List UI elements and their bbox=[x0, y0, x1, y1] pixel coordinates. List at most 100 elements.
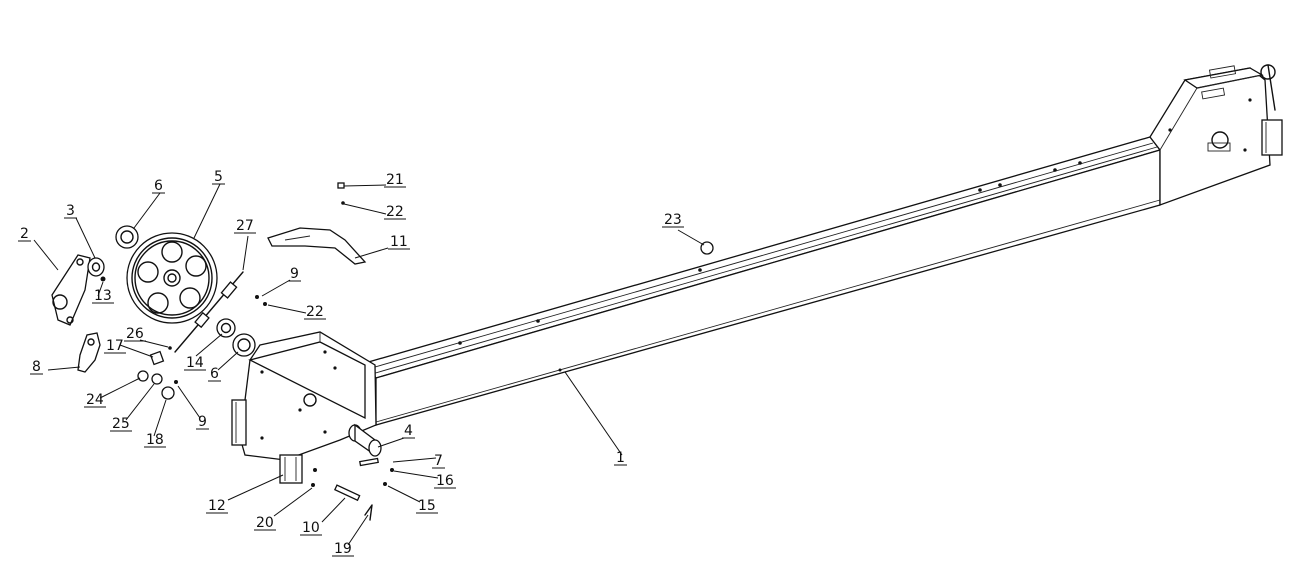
nut-part-24 bbox=[137, 370, 149, 382]
leader-line bbox=[195, 333, 223, 357]
leader-line bbox=[354, 247, 389, 259]
leader-line bbox=[387, 485, 421, 503]
callout-26: 26 bbox=[124, 326, 169, 348]
leader-line bbox=[75, 217, 96, 259]
main-beam bbox=[363, 136, 1162, 426]
washer-part-22-upper bbox=[341, 201, 345, 205]
callout-number: 16 bbox=[436, 473, 454, 489]
bracket-part-2 bbox=[51, 254, 91, 326]
leader-line bbox=[677, 229, 705, 246]
callout-number: 2 bbox=[20, 226, 29, 242]
callout-25: 25 bbox=[110, 383, 155, 432]
callout-8: 8 bbox=[30, 359, 81, 375]
leader-line bbox=[242, 235, 249, 271]
leader-line bbox=[564, 371, 623, 456]
callout-15: 15 bbox=[387, 485, 438, 514]
nut-part-20-b bbox=[311, 483, 315, 487]
spring-rod-part-27 bbox=[174, 271, 244, 353]
callout-number: 3 bbox=[66, 203, 75, 219]
callout-number: 18 bbox=[146, 432, 164, 448]
callout-number: 12 bbox=[208, 498, 226, 514]
leader-line bbox=[119, 344, 154, 358]
screw-part-9-upper bbox=[255, 295, 259, 299]
callout-number: 25 bbox=[112, 416, 130, 432]
callout-17: 17 bbox=[104, 338, 154, 358]
pulley-wheel-part-5 bbox=[126, 232, 218, 324]
screw-part-21 bbox=[337, 182, 345, 189]
leader-line bbox=[217, 351, 239, 371]
callout-19: 19 bbox=[332, 514, 369, 557]
callout-13: 13 bbox=[92, 281, 114, 304]
callout-6: 6 bbox=[133, 178, 165, 229]
callout-11: 11 bbox=[354, 234, 410, 259]
pin-part-10 bbox=[333, 484, 361, 502]
clip-part-7 bbox=[359, 457, 379, 467]
washer-part-25 bbox=[151, 373, 163, 385]
leader-line bbox=[261, 279, 291, 297]
callout-number: 24 bbox=[86, 392, 104, 408]
callout-number: 10 bbox=[302, 520, 320, 536]
callout-27: 27 bbox=[234, 218, 256, 271]
bearing-part-6-upper bbox=[115, 225, 139, 249]
screw-part-9-lower bbox=[174, 380, 178, 384]
cotter-part-19 bbox=[364, 504, 373, 521]
callout-23: 23 bbox=[662, 212, 705, 246]
callout-number: 26 bbox=[126, 326, 144, 342]
leader-line bbox=[321, 497, 346, 523]
leader-line bbox=[125, 383, 155, 421]
callout-number: 19 bbox=[334, 541, 352, 557]
callout-number: 9 bbox=[198, 414, 207, 430]
leader-line bbox=[133, 192, 161, 229]
leader-line bbox=[393, 470, 439, 479]
bearing-part-6-lower bbox=[232, 333, 256, 357]
callout-22: 22 bbox=[343, 203, 406, 220]
callout-24: 24 bbox=[84, 377, 141, 408]
left-end-plate bbox=[231, 331, 377, 461]
leader-line bbox=[193, 183, 221, 239]
callout-7: 7 bbox=[392, 453, 445, 469]
callout-9: 9 bbox=[177, 385, 209, 430]
callout-number: 4 bbox=[404, 423, 413, 439]
pin-part-26 bbox=[168, 346, 172, 350]
bearing-part-3 bbox=[87, 257, 105, 277]
callout-number: 20 bbox=[256, 515, 274, 531]
callout-20: 20 bbox=[254, 487, 313, 531]
callout-number: 5 bbox=[214, 169, 223, 185]
leader-line bbox=[97, 281, 104, 297]
bushing-part-14 bbox=[216, 318, 236, 338]
nut-part-20-a bbox=[313, 468, 317, 472]
callout-number: 8 bbox=[32, 359, 41, 375]
callout-16: 16 bbox=[393, 470, 456, 489]
leader-line bbox=[377, 437, 405, 448]
callout-number: 22 bbox=[306, 304, 324, 320]
callout-number: 9 bbox=[290, 266, 299, 282]
nut-part-18 bbox=[161, 386, 175, 400]
callout-22: 22 bbox=[267, 304, 326, 320]
callout-number: 27 bbox=[236, 218, 254, 234]
leader-line bbox=[47, 366, 81, 371]
callout-number: 13 bbox=[94, 288, 112, 304]
callout-12: 12 bbox=[206, 474, 284, 514]
leader-line bbox=[33, 239, 59, 271]
callout-21: 21 bbox=[343, 172, 406, 188]
callout-1: 1 bbox=[564, 371, 627, 466]
right-end-head bbox=[1149, 64, 1283, 206]
leader-line bbox=[267, 304, 307, 314]
callout-10: 10 bbox=[300, 497, 346, 536]
callout-number: 21 bbox=[386, 172, 404, 188]
leader-line bbox=[177, 385, 201, 419]
callout-number: 14 bbox=[186, 355, 204, 371]
callout-number: 1 bbox=[616, 450, 625, 466]
callout-3: 3 bbox=[64, 203, 96, 259]
callout-number: 23 bbox=[664, 212, 682, 228]
callout-9: 9 bbox=[261, 266, 301, 297]
leader-line bbox=[343, 184, 387, 187]
callout-14: 14 bbox=[184, 333, 223, 371]
callout-6: 6 bbox=[208, 351, 239, 382]
plate-part-11 bbox=[267, 227, 367, 265]
washer-part-22-lower bbox=[263, 302, 267, 306]
callout-number: 6 bbox=[154, 178, 163, 194]
nut-part-13 bbox=[100, 276, 106, 282]
leader-line bbox=[343, 203, 387, 215]
